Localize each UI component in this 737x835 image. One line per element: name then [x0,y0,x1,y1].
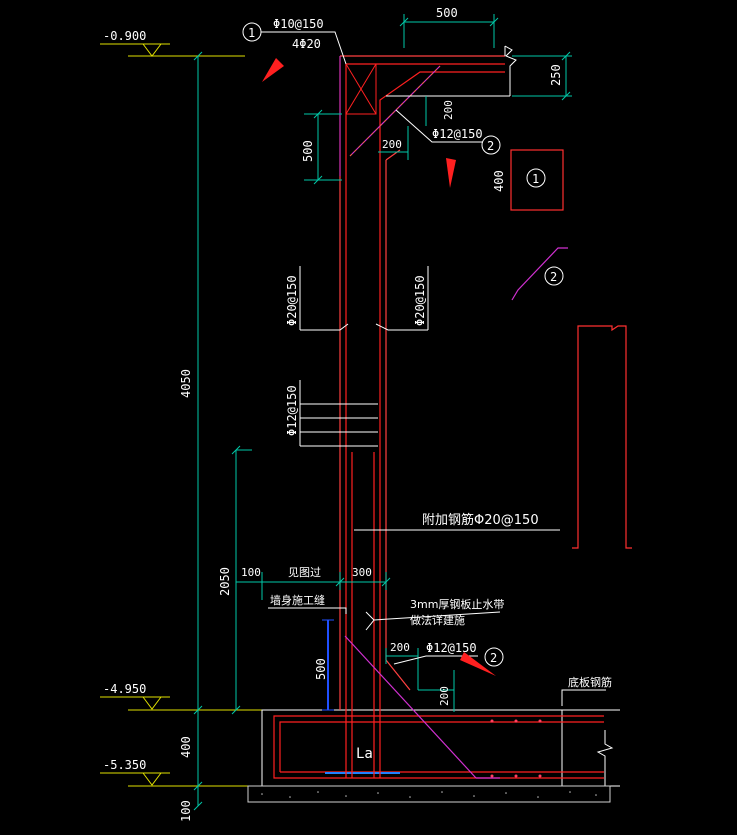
dim-text-total-height: 4050 [179,369,193,398]
arrow-bottom [460,652,496,676]
dim-lap-top [304,109,342,185]
dim-lower-height [231,445,263,715]
callout-text-2-top: 2 [487,139,494,153]
dim-text-lap-top: 500 [301,140,315,162]
leader-corner-bottom [393,655,478,665]
leader-tie [261,31,347,65]
corner-bar-bottom-label: Φ12@150 [426,641,477,655]
dim-haunch-top [378,96,427,160]
dim-text-offset-left: 100 [241,566,261,579]
dim-text-haunch-top-w: 200 [382,138,402,151]
leader-wall-left [300,323,349,331]
callout-circle-2-top [481,135,501,155]
level-text-slab-bottom: -5.350 [103,758,146,772]
additional-bar-shape [572,325,632,549]
dim-text-corner-width: 500 [436,6,458,20]
detail-2-circle [544,266,564,286]
cushion-hatch [261,791,597,798]
callout-text-1: 1 [248,26,255,40]
tie-bar-label: Φ10@150 [273,17,324,31]
detail-2-text: 2 [550,270,557,284]
corner-bar-top-label: Φ12@150 [432,127,483,141]
see-drawing-label: 见图过 [288,566,321,579]
dim-lower-wall [262,572,391,590]
dim-corner-height [512,51,572,101]
dim-text-haunch-bot-h: 200 [438,686,451,706]
level-mark-top [100,43,245,57]
dim-text-haunch-bot-w: 200 [390,641,410,654]
leader-waterstop [373,611,501,621]
leader-bottom-bar [561,689,606,706]
dim-text-haunch-top-h: 200 [442,100,455,120]
cushion-layer [247,785,611,803]
detail-1-size: 400 [492,170,506,192]
wall-bar-right-label: Φ20@150 [413,275,427,326]
leader-wall-right [375,323,428,331]
dim-text-wall-thickness: 300 [352,566,372,579]
leader-construction-joint [268,607,347,614]
level-text-slab-top: -4.950 [103,682,146,696]
detail-1-circle [526,168,546,188]
detail-1-box [510,149,564,211]
callout-circle-2-bottom [484,647,504,667]
level-mark-slab-bottom [100,772,248,787]
callout-text-2-bottom: 2 [490,651,497,665]
bent-bar-top [349,65,441,157]
break-line-slab [596,730,614,786]
corner-top-box [345,63,377,115]
wall-bar-left-label: Φ20@150 [285,275,299,326]
dim-haunch-bottom [385,648,455,712]
dim-text-corner-height: 250 [549,64,563,86]
dist-bar-label: Φ12@150 [285,385,299,436]
bottom-bar-label: 底板钢筋 [568,675,612,689]
dim-text-lower-height: 2050 [218,567,232,596]
additional-bar-label: 附加钢筋Φ20@150 [422,512,539,528]
level-text-top: -0.900 [103,29,146,43]
leader-corner-top [395,109,482,143]
arrow-top-left [262,58,284,82]
dim-text-cushion: 100 [179,800,193,822]
top-bars-label: 4Φ20 [292,37,321,51]
detail-2-bar [511,247,568,301]
bent-bar-bottom [344,635,477,779]
level-mark-slab-top [100,696,262,711]
slab-rebar-dots [490,719,542,778]
waterstop-detail-label: 做法详建施 [410,613,465,627]
dim-corner-width [399,14,499,48]
dim-total-height [193,51,203,811]
break-line-corner [504,45,517,96]
construction-joint-label: 墙身施工缝 [270,593,325,607]
arrow-top-mid [446,158,456,188]
lap-label: La [356,746,373,762]
detail-1-text: 1 [532,172,539,186]
dim-text-slab-thickness: 400 [179,736,193,758]
dim-text-waterstop-height: 500 [314,658,328,680]
dist-bar-leaders [299,380,378,447]
waterstop-label: 3mm厚钢板止水带 [410,597,504,611]
